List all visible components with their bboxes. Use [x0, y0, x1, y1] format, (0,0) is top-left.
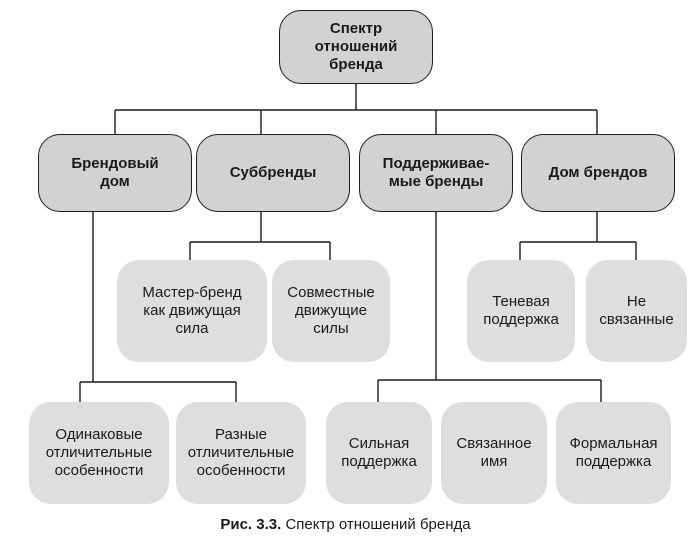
leaf-master-brand-driver-label: Мастер-бренд как движущая сила: [142, 283, 242, 338]
root-node: Спектр отношений бренда: [279, 10, 433, 84]
leaf-linked-name: Связанное имя: [441, 402, 547, 504]
branch-house-of-brands: Дом брендов: [521, 134, 675, 212]
figure-caption-text: Спектр отношений бренда: [285, 516, 471, 533]
branch-house-of-brands-label: Дом брендов: [548, 163, 648, 181]
leaf-token-endorsement: Формальная поддержка: [556, 402, 671, 504]
leaf-shadow-endorser-label: Теневая поддержка: [483, 292, 559, 328]
figure-caption: Рис. 3.3. Спектр отношений бренда: [0, 516, 691, 533]
leaf-strong-endorsement: Сильная поддержка: [326, 402, 432, 504]
leaf-same-identity: Одинаковые отличительные особенности: [29, 402, 169, 504]
leaf-not-connected: Не связанные: [586, 260, 687, 362]
leaf-token-endorsement-label: Формальная поддержка: [569, 434, 658, 470]
leaf-strong-endorsement-label: Сильная поддержка: [341, 434, 417, 470]
branch-branded-house-label: Брендовый дом: [71, 154, 159, 190]
figure-caption-label: Рис. 3.3.: [220, 516, 282, 533]
leaf-co-drivers-label: Совместные движущие силы: [287, 283, 375, 338]
branch-subbrands-label: Суббренды: [229, 163, 317, 181]
branch-subbrands: Суббренды: [196, 134, 350, 212]
leaf-linked-name-label: Связанное имя: [456, 434, 532, 470]
branch-endorsed-brands: Поддерживае- мые бренды: [359, 134, 513, 212]
root-node-label: Спектр отношений бренда: [314, 19, 398, 74]
leaf-co-drivers: Совместные движущие силы: [272, 260, 390, 362]
branch-branded-house: Брендовый дом: [38, 134, 192, 212]
leaf-not-connected-label: Не связанные: [599, 292, 674, 328]
leaf-different-identity: Разные отличительные особенности: [176, 402, 306, 504]
leaf-shadow-endorser: Теневая поддержка: [467, 260, 575, 362]
leaf-same-identity-label: Одинаковые отличительные особенности: [45, 425, 153, 480]
leaf-master-brand-driver: Мастер-бренд как движущая сила: [117, 260, 267, 362]
leaf-different-identity-label: Разные отличительные особенности: [187, 425, 295, 480]
branch-endorsed-brands-label: Поддерживае- мые бренды: [382, 154, 490, 190]
